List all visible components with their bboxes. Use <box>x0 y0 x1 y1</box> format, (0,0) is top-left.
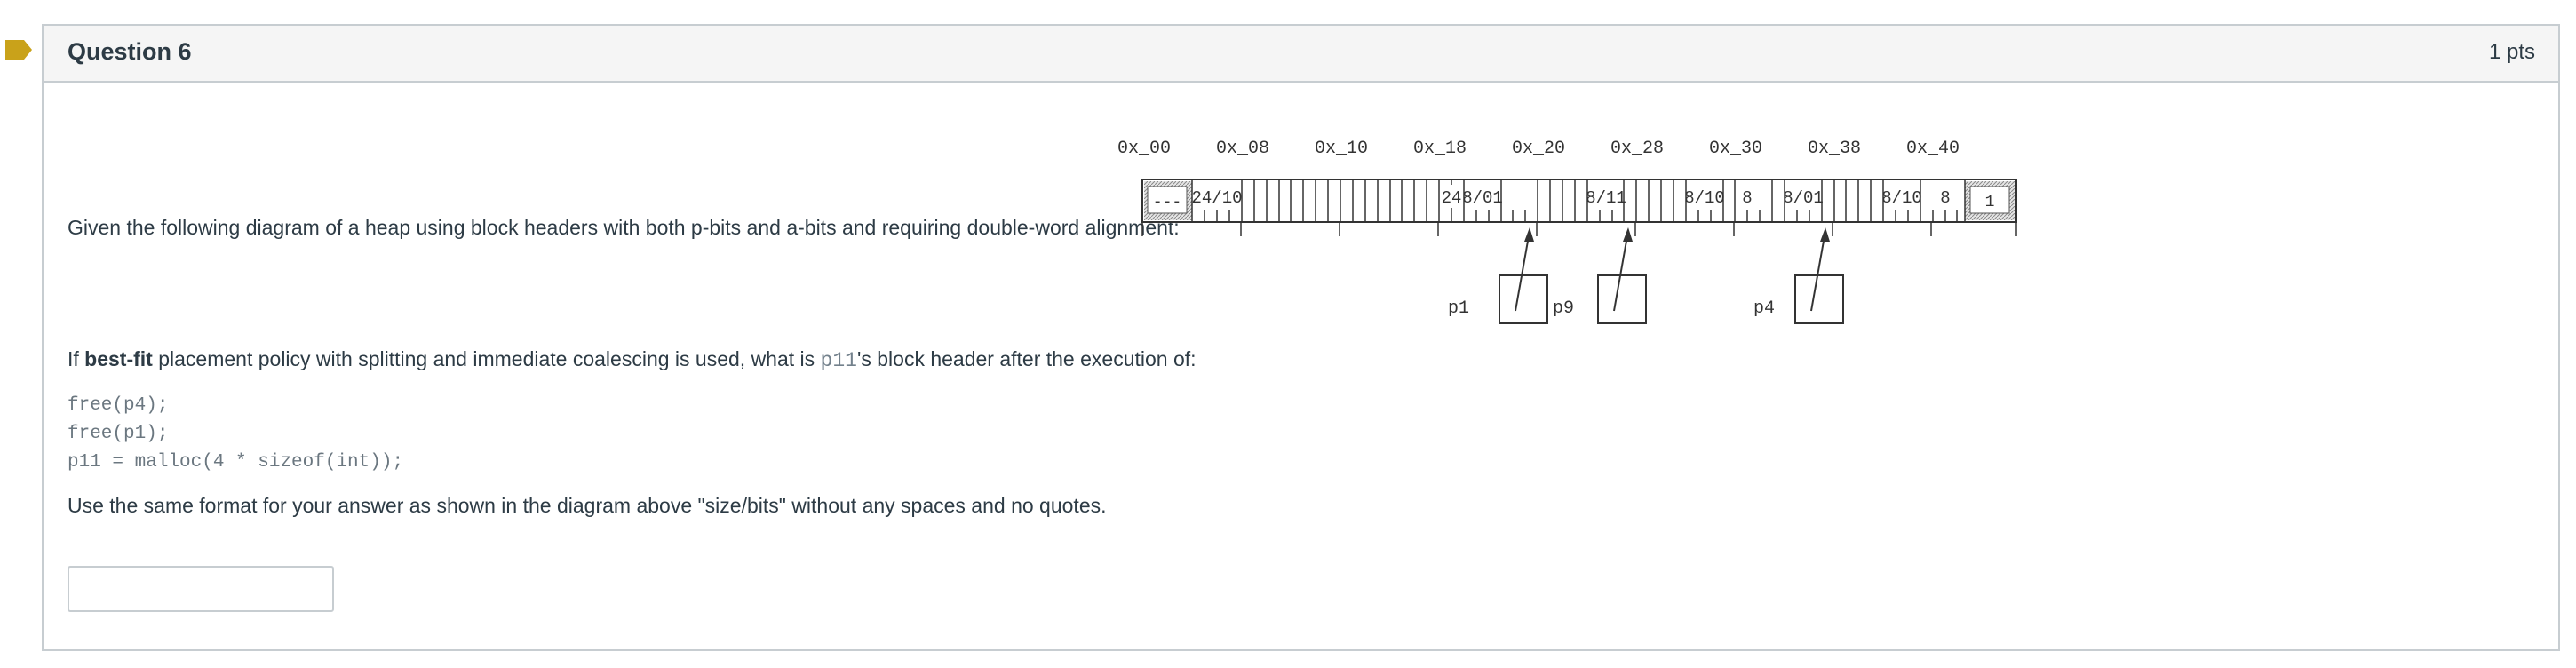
heap-cell-box <box>1786 185 1820 208</box>
heap-address-label: 0x_20 <box>1512 139 1565 159</box>
heap-address-ticks <box>1141 222 2017 236</box>
question-header: Question 6 1 pts <box>44 26 2558 83</box>
heap-word-ticks <box>1191 179 1966 222</box>
heap-cell-label: 1 <box>1985 194 1995 211</box>
code-line: free(p4); <box>68 395 169 416</box>
prompt-suffix: 's block header after the execution of: <box>856 347 1197 370</box>
heap-cell-box <box>1885 185 1919 208</box>
heap-address-label: 0x_08 <box>1216 139 1269 159</box>
pointer-arrow <box>1515 230 1530 312</box>
heap-address-label: 0x_10 <box>1315 139 1368 159</box>
pointer-label: p9 <box>1553 298 1574 319</box>
heap-diagram: 0x_00 0x_08 0x_10 0x_18 0x_20 0x_28 0x_3… <box>1117 139 2017 324</box>
question-title: Question 6 <box>68 38 192 65</box>
code-line: p11 = malloc(4 * sizeof(int)); <box>68 452 404 473</box>
pointer-box <box>1597 274 1647 324</box>
heap-cell-box <box>1466 185 1499 208</box>
heap-address-label: 0x_30 <box>1709 139 1762 159</box>
heap-cell-box <box>1589 185 1623 208</box>
pointer-arrow <box>1810 230 1826 312</box>
question-intro: Given the following diagram of a heap us… <box>68 216 1180 239</box>
heap-cell-label: 8/10 <box>1684 188 1725 208</box>
heap-address-label: 0x_00 <box>1117 139 1171 159</box>
heap-cell-label: 8 <box>1742 188 1752 208</box>
heap-cell-box <box>1194 185 1240 208</box>
heap-cell-label: 8/01 <box>1783 188 1824 208</box>
pointer-arrowhead <box>1623 227 1633 242</box>
pointer-arrowhead <box>1524 227 1534 242</box>
heap-cell-label: 8/10 <box>1881 188 1922 208</box>
heap-cell-box <box>1441 185 1462 208</box>
code-line: free(p1); <box>68 424 169 444</box>
prompt-bold: best-fit <box>84 347 153 370</box>
heap-address-label: 0x_18 <box>1413 139 1467 159</box>
pointer-arrowhead <box>1820 227 1830 242</box>
pointer-box <box>1794 274 1844 324</box>
pointer-label: p4 <box>1753 298 1775 319</box>
heap-cell-box <box>1936 185 1954 208</box>
heap-cell-box <box>1688 185 1721 208</box>
heap-cell-label: 8/01 <box>1462 188 1503 208</box>
heap-cell-box <box>1737 185 1758 208</box>
heap-address-label: 0x_38 <box>1808 139 1861 159</box>
question-flag-icon <box>5 40 32 60</box>
prompt-mid: placement policy with splitting and imme… <box>152 347 821 370</box>
pointer-label: p1 <box>1448 298 1469 319</box>
heap-cell-label: 24 <box>1442 188 1462 208</box>
heap-cell-label: 8 <box>1940 188 1950 208</box>
heap-address-label: 0x_40 <box>1906 139 1960 159</box>
question-card: Question 6 1 pts Given the following dia… <box>42 24 2560 651</box>
pointer-box <box>1499 274 1548 324</box>
format-note: Use the same format for your answer as s… <box>68 494 1107 517</box>
pointer-arrow <box>1613 230 1629 312</box>
prompt-prefix: If <box>68 347 85 370</box>
heap-address-label: 0x_28 <box>1610 139 1664 159</box>
question-points: 1 pts <box>2488 40 2535 64</box>
heap-cell-label: 24/10 <box>1191 188 1242 208</box>
heap-cell-box <box>1147 186 1188 214</box>
heap-cell-box <box>1969 186 2010 214</box>
question-prompt: If best-fit placement policy with splitt… <box>68 347 1197 372</box>
heap-cell-label: 8/11 <box>1586 188 1626 208</box>
answer-input[interactable] <box>68 566 334 612</box>
heap-cell-label: --- <box>1153 194 1181 211</box>
prompt-code: p11 <box>820 349 857 372</box>
